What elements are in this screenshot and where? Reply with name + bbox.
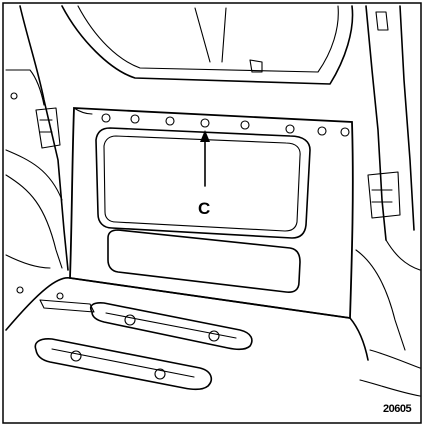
callout-c: C <box>198 130 210 218</box>
callout-label: C <box>198 199 210 218</box>
callout-arrowhead <box>200 130 210 142</box>
figure-number: 20605 <box>383 403 411 415</box>
left-pillar <box>5 5 69 271</box>
door-trim-panel <box>69 107 354 320</box>
upper-window <box>61 5 354 85</box>
right-pillar <box>355 5 421 351</box>
load-floor <box>5 254 421 397</box>
